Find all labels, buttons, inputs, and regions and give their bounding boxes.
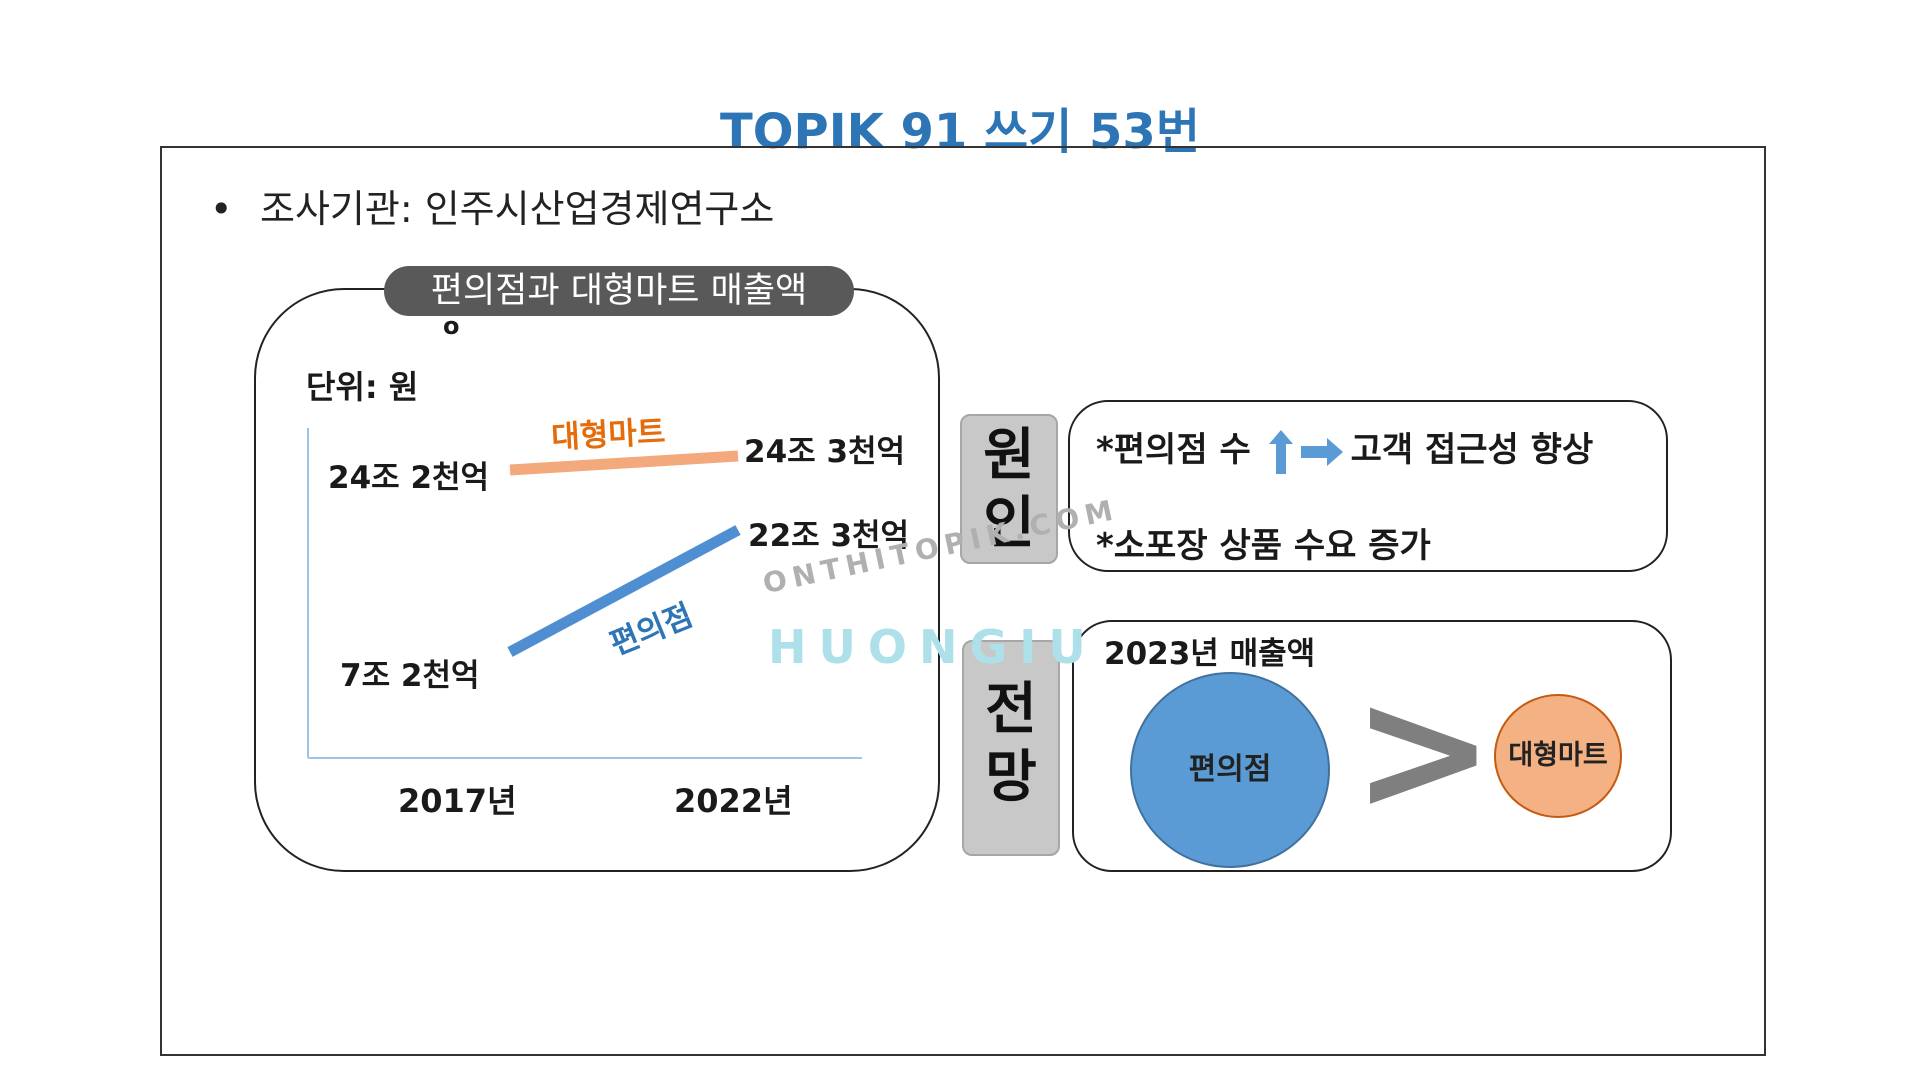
cause-line-2: *소포장 상품 수요 증가 — [1096, 526, 1431, 566]
cause-line-1: *편의점 수 고객 접근성 향상 — [1096, 422, 1593, 476]
circle-hypermarket-label: 대형마트 — [1508, 740, 1608, 771]
page-title: TOPIK 91 쓰기 53번 — [720, 104, 1200, 160]
cause-box — [1068, 400, 1668, 572]
cause-tag: 원인 — [960, 414, 1058, 564]
cause-line-1-result: 고객 접근성 향상 — [1350, 430, 1594, 470]
bullet: • — [210, 187, 233, 231]
chart-title: 편의점과 대형마트 매출액 — [384, 266, 854, 316]
value-label-cvs-2022: 22조 3천억 — [748, 518, 910, 554]
x-label-2017: 2017년 — [398, 782, 517, 820]
greater-than-sign: > — [1352, 652, 1495, 850]
series-label-mart: 대형마트 — [550, 414, 667, 456]
cause-tag-text: 원인 — [983, 423, 1035, 556]
unit-label: 단위: 원 — [306, 368, 419, 406]
outlook-tag-text: 전망 — [985, 677, 1037, 810]
outlook-tag: 전망 — [962, 640, 1060, 856]
watermark-name: HUONGIU — [768, 620, 1098, 674]
outlook-heading: 2023년 매출액 — [1104, 636, 1316, 672]
up-arrow-icon — [1268, 429, 1293, 474]
source-text: 조사기관: 인주시산업경제연구소 — [260, 187, 775, 231]
value-label-mart-2017: 24조 2천억 — [328, 460, 490, 496]
source-line: • 조사기관: 인주시산업경제연구소 — [210, 178, 774, 233]
right-arrow-icon — [1300, 437, 1343, 466]
series-line-convenience-store — [507, 525, 741, 657]
x-label-2022: 2022년 — [674, 782, 793, 820]
value-label-mart-2022: 24조 3천억 — [744, 434, 906, 470]
value-label-cvs-2017: 7조 2천억 — [340, 658, 480, 694]
stray-mark: o — [443, 312, 460, 340]
circle-convenience-store: 편의점 — [1130, 672, 1330, 868]
circle-hypermarket: 대형마트 — [1494, 694, 1622, 818]
cause-line-1-text: *편의점 수 — [1096, 430, 1251, 470]
series-line-hypermarket — [509, 450, 739, 476]
circle-convenience-store-label: 편의점 — [1188, 752, 1272, 787]
content-frame — [160, 146, 1766, 1056]
